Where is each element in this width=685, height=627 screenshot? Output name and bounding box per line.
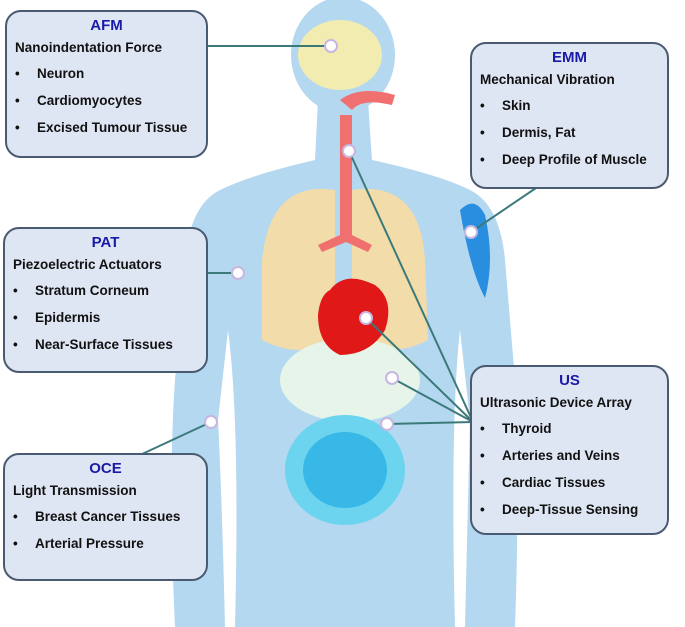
pat-box: PAT Piezoelectric Actuators Stratum Corn… [3, 227, 208, 373]
list-item: Neuron [15, 60, 198, 87]
list-item: Cardiomyocytes [15, 87, 198, 114]
measurement-points [204, 39, 478, 431]
list-item: Thyroid [480, 415, 659, 442]
pat-title: PAT [91, 234, 120, 251]
oce-subtitle: Light Transmission [13, 483, 137, 498]
pat-subtitle: Piezoelectric Actuators [13, 257, 162, 272]
list-item: Deep Profile of Muscle [480, 146, 659, 173]
us-title: US [559, 372, 580, 389]
list-item: Cardiac Tissues [480, 469, 659, 496]
brain [298, 20, 382, 90]
afm-subtitle: Nanoindentation Force [15, 40, 163, 55]
liver-stomach [280, 338, 420, 422]
heart [318, 278, 389, 355]
emm-box: EMM Mechanical Vibration Skin Dermis, Fa… [470, 42, 669, 189]
list-item: Epidermis [13, 304, 198, 331]
us-box: US Ultrasonic Device Array Thyroid Arter… [470, 365, 669, 535]
list-item: Dermis, Fat [480, 119, 659, 146]
list-item: Arterial Pressure [13, 530, 198, 557]
emm-title: EMM [552, 49, 587, 66]
oce-title: OCE [89, 460, 122, 477]
afm-title: AFM [90, 17, 123, 34]
list-item: Excised Tumour Tissue [15, 114, 198, 141]
lungs-left [262, 188, 335, 350]
oce-box: OCE Light Transmission Breast Cancer Tis… [3, 453, 208, 581]
connector-lines [139, 45, 537, 456]
list-item: Skin [480, 92, 659, 119]
afm-box: AFM Nanoindentation Force Neuron Cardiom… [5, 10, 208, 158]
list-item: Arteries and Veins [480, 442, 659, 469]
intestines-inner [303, 432, 387, 508]
trachea [318, 115, 372, 252]
list-item: Near-Surface Tissues [13, 331, 198, 358]
us-subtitle: Ultrasonic Device Array [480, 395, 632, 410]
list-item: Breast Cancer Tissues [13, 503, 198, 530]
list-item: Deep-Tissue Sensing [480, 496, 659, 523]
list-item: Stratum Corneum [13, 277, 198, 304]
emm-subtitle: Mechanical Vibration [480, 72, 615, 87]
esophagus-top [340, 91, 395, 110]
